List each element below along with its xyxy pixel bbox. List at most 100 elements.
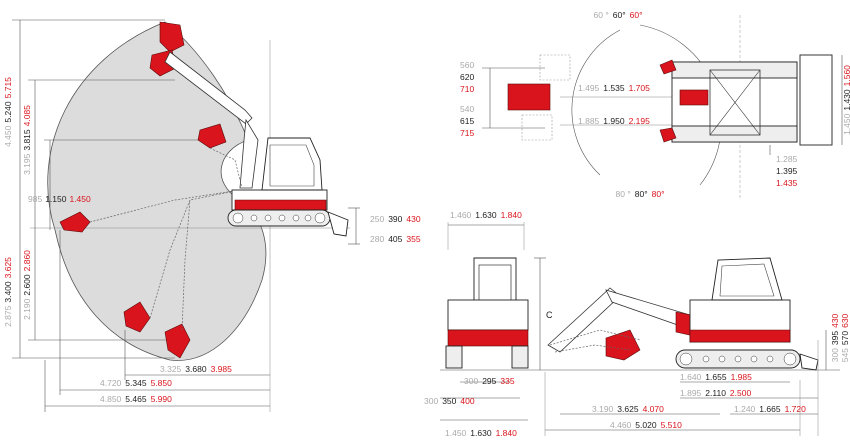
dim-label: 1.285 bbox=[776, 154, 798, 164]
track-bottom bbox=[671, 125, 798, 143]
dim-label: 1.430 bbox=[842, 89, 850, 111]
dim-label: 1.640 bbox=[680, 372, 702, 382]
dim-label: 2.500 bbox=[730, 388, 752, 398]
front-track-right bbox=[511, 345, 529, 369]
dim-label: 250 bbox=[370, 214, 384, 224]
dim-label: 560 bbox=[460, 60, 474, 70]
dim-label: 1.535 bbox=[603, 83, 625, 93]
body-stripe bbox=[234, 199, 327, 211]
dim-label: 300 bbox=[830, 348, 840, 362]
dim-label: 1.630 bbox=[470, 428, 492, 438]
dim-label: 300 bbox=[464, 376, 478, 386]
dim-label: 2.110 bbox=[705, 388, 726, 398]
dim-label: 3.190 bbox=[592, 404, 614, 414]
dim-label: 3.625 bbox=[617, 404, 639, 414]
bucket-left bbox=[59, 211, 91, 233]
dim-label: 3.815 bbox=[22, 129, 32, 151]
dim-label: 1.985 bbox=[731, 372, 753, 382]
dim-label: 2.860 bbox=[22, 250, 32, 272]
dim-label: 570 bbox=[840, 331, 850, 345]
dim-label: 1.885 bbox=[578, 116, 600, 126]
dim-label: 2.195 bbox=[629, 116, 651, 126]
dim-label: 3.325 bbox=[160, 364, 182, 374]
dim-label: 1.450 bbox=[445, 428, 467, 438]
blade bbox=[327, 211, 349, 237]
bucket-bottom bbox=[164, 323, 191, 359]
bucket-top bbox=[159, 21, 185, 53]
dim-label: 1.655 bbox=[705, 372, 727, 382]
dim-label: 4.070 bbox=[643, 404, 665, 414]
front-track-left bbox=[445, 345, 463, 369]
svg-text:1.4501.4301.560: 1.4501.4301.560 bbox=[842, 65, 850, 135]
dim-label: 620 bbox=[460, 72, 474, 82]
angle-label: 80° bbox=[652, 189, 665, 199]
dim-label: 3.985 bbox=[211, 364, 233, 374]
dim-label: 5.715 bbox=[3, 77, 13, 99]
dim-label: 1.895 bbox=[680, 388, 702, 398]
dim-label: 1.450 bbox=[69, 194, 91, 204]
dim-label: 3.195 bbox=[22, 153, 32, 175]
dim-label: 295 bbox=[482, 376, 496, 386]
dim-label: 2.190 bbox=[22, 298, 32, 320]
dim-label: 355 bbox=[406, 234, 420, 244]
dim-label: 2.600 bbox=[22, 274, 32, 296]
dim-label: 1.950 bbox=[603, 116, 625, 126]
front-red-band bbox=[447, 329, 529, 347]
dim-label: 1.720 bbox=[785, 404, 807, 414]
c-label: C bbox=[546, 310, 553, 320]
dim-label: 4.850 bbox=[100, 394, 122, 404]
front-view-diagram bbox=[440, 222, 840, 421]
dim-label: 630 bbox=[840, 313, 850, 327]
dipper-arm-top bbox=[164, 51, 253, 125]
swing-arc-left bbox=[571, 29, 621, 176]
dim-label: 2.875 bbox=[3, 305, 13, 327]
side-blade bbox=[799, 353, 819, 371]
dim-label: 1.840 bbox=[496, 428, 518, 438]
svg-text:80 °80°80°: 80 ° 80° 80° bbox=[616, 189, 665, 199]
dim-label: 1.560 bbox=[842, 65, 850, 87]
svg-text:300395430: 300395430 bbox=[830, 313, 840, 362]
dim-label: 350 bbox=[442, 396, 456, 406]
angle-label: 80 ° bbox=[616, 189, 631, 199]
dim-label: 1.630 bbox=[475, 210, 497, 220]
dim-label: 3.680 bbox=[185, 364, 207, 374]
dim-label: 1.495 bbox=[578, 83, 600, 93]
svg-text:2.1902.6002.860: 2.190 2.600 2.860 bbox=[22, 250, 32, 320]
dim-label: 985 bbox=[28, 194, 42, 204]
bucket-topview bbox=[507, 83, 551, 111]
dim-label: 5.850 bbox=[151, 378, 173, 388]
angle-label: 60° bbox=[613, 10, 626, 20]
dim-label: 1.240 bbox=[734, 404, 756, 414]
dim-label: 5.020 bbox=[635, 420, 657, 430]
dim-label: 1.395 bbox=[776, 166, 798, 176]
dim-label: 405 bbox=[388, 234, 402, 244]
dim-label: 1.150 bbox=[45, 194, 67, 204]
boom-topview bbox=[679, 89, 709, 106]
angle-label: 60 ° bbox=[594, 10, 609, 20]
side-view-diagram bbox=[544, 257, 827, 436]
dim-label: 4.720 bbox=[100, 378, 122, 388]
bucket-low bbox=[123, 301, 151, 333]
side-bucket bbox=[605, 329, 641, 361]
angle-label: 80° bbox=[635, 189, 648, 199]
dim-label: 1.840 bbox=[501, 210, 523, 220]
dim-label: 390 bbox=[388, 214, 402, 224]
dim-label: 280 bbox=[370, 234, 384, 244]
svg-text:545570630: 545570630 bbox=[840, 313, 850, 362]
dim-label: 1.665 bbox=[759, 404, 781, 414]
dim-label: 710 bbox=[460, 84, 474, 94]
dim-label: 395 bbox=[830, 331, 840, 345]
